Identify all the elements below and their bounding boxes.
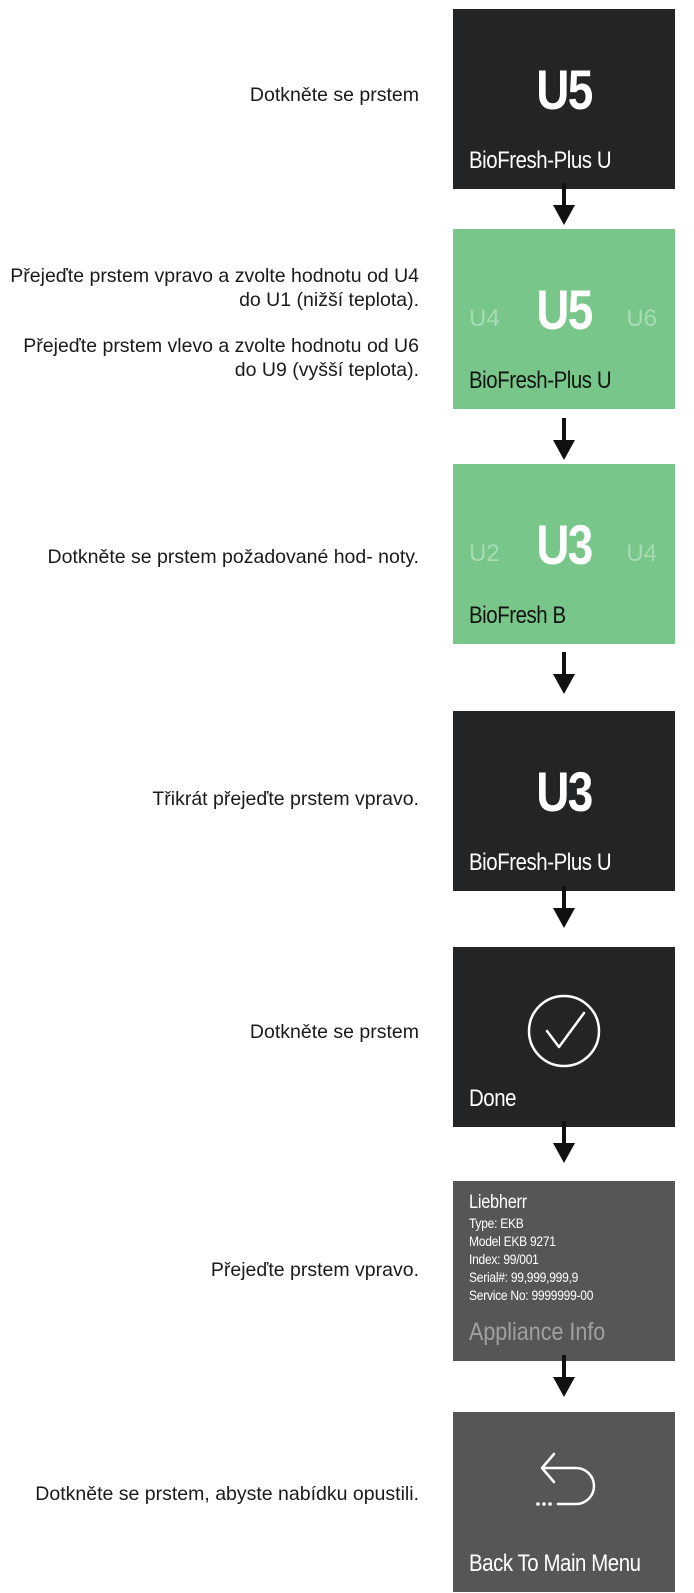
back-arrow-icon [453, 1444, 675, 1524]
step-2-instruction: Přejeďte prstem vpravo a zvolte hodnotu … [8, 264, 419, 382]
instruction-text: Třikrát přejeďte prstem vpravo. [152, 788, 419, 810]
instruction-text: Přejeďte prstem vlevo a zvolte hodnotu o… [23, 335, 419, 381]
step-1-display-panel: U5 BioFresh-Plus U [453, 9, 675, 189]
appliance-info-list: Liebherr Type: EKB Model EKB 9271 Index:… [469, 1191, 593, 1304]
instruction-text: Přejeďte prstem vpravo a zvolte hodnotu … [10, 265, 419, 311]
step-2-display-panel: U4 U5 U6 BioFresh-Plus U [453, 229, 675, 409]
brand-name: Liebherr [469, 1192, 527, 1213]
step-7-display-panel[interactable]: Back To Main Menu [453, 1412, 675, 1592]
down-arrow-icon [553, 1355, 575, 1397]
step-3-display-panel: U2 U3 U4 BioFresh B [453, 464, 675, 644]
down-arrow-icon [553, 886, 575, 928]
down-arrow-icon [553, 183, 575, 225]
previous-value: U2 [469, 540, 500, 567]
next-value: U4 [626, 540, 657, 567]
down-arrow-icon [553, 418, 575, 460]
step-1-instruction: Dotkněte se prstem [8, 83, 419, 107]
step-3-instruction: Dotkněte se prstem požadované hod- noty. [8, 545, 419, 569]
step-6-instruction: Přejeďte prstem vpravo. [8, 1258, 419, 1282]
step-7-instruction: Dotkněte se prstem, abyste nabídku opust… [8, 1482, 419, 1506]
mode-label: BioFresh-Plus U [469, 849, 612, 876]
setting-value: U3 [536, 760, 593, 823]
setting-value: U5 [536, 58, 593, 121]
mode-label: BioFresh B [469, 602, 566, 629]
instruction-text: Dotkněte se prstem, abyste nabídku opust… [35, 1483, 419, 1505]
instruction-text: Dotkněte se prstem [249, 1021, 419, 1043]
step-4-display-panel: U3 BioFresh-Plus U [453, 711, 675, 891]
index-line: Index: 99/001 [469, 1251, 539, 1267]
mode-label: Done [469, 1085, 517, 1112]
mode-label: Back To Main Menu [469, 1550, 641, 1577]
setting-value: U5 [536, 278, 593, 341]
setting-value: U3 [536, 513, 593, 576]
step-4-instruction: Třikrát přejeďte prstem vpravo. [8, 787, 419, 811]
model-line: Model EKB 9271 [469, 1233, 556, 1249]
type-line: Type: EKB [469, 1215, 524, 1231]
service-line: Service No: 9999999-00 [469, 1287, 594, 1303]
mode-label: BioFresh-Plus U [469, 367, 612, 394]
mode-label: BioFresh-Plus U [469, 147, 612, 174]
instruction-text: Dotkněte se prstem [249, 84, 419, 106]
instruction-text: Přejeďte prstem vpravo. [210, 1259, 419, 1281]
step-6-display-panel: Liebherr Type: EKB Model EKB 9271 Index:… [453, 1181, 675, 1361]
check-circle-icon [453, 991, 675, 1071]
step-5-display-panel: Done [453, 947, 675, 1127]
instruction-text: Dotkněte se prstem požadované hod- noty. [47, 546, 419, 568]
step-5-instruction: Dotkněte se prstem [8, 1020, 419, 1044]
previous-value: U4 [469, 305, 500, 332]
down-arrow-icon [553, 652, 575, 694]
next-value: U6 [626, 305, 657, 332]
mode-label: Appliance Info [469, 1318, 606, 1346]
serial-line: Serial#: 99,999,999,9 [469, 1269, 579, 1285]
down-arrow-icon [553, 1121, 575, 1163]
